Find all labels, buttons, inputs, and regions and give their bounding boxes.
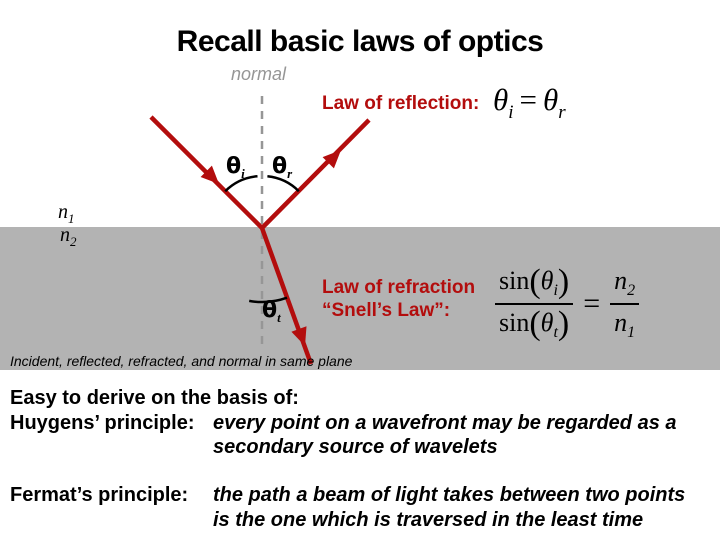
theta-i-subscript: i: [241, 166, 245, 181]
huygens-principle-label: Huygens’ principle:: [10, 412, 195, 434]
snell-law-equation: sin(θi) sin(θt) = n2 n1: [495, 263, 640, 342]
theta-r-symbol: θ: [272, 154, 288, 179]
theta-i-symbol: θ: [226, 154, 242, 179]
index-denominator: n1: [610, 303, 640, 342]
snell-index-fraction: n2 n1: [610, 266, 640, 342]
snell-numerator: sin(θi): [495, 263, 573, 303]
fermat-principle-line2: is the one which is traversed in the lea…: [213, 509, 644, 531]
open-paren: (: [529, 263, 541, 300]
fermat-principle-label: Fermat’s principle:: [10, 484, 189, 506]
law-of-reflection-label: Law of reflection:: [322, 93, 480, 114]
sin-function: sin: [499, 266, 530, 295]
close-paren: ): [557, 305, 570, 342]
reflection-eq-rhs: θ: [543, 82, 559, 117]
theta-t-symbol-eq: θ: [540, 308, 554, 337]
theta-i-symbol-eq: θ: [540, 266, 554, 295]
same-plane-caption: Incident, reflected, refracted, and norm…: [10, 353, 353, 369]
reflected-ray: [260, 118, 371, 230]
snell-denominator: sin(θt): [495, 303, 574, 342]
huygens-principle-line1: every point on a wavefront may be regard…: [213, 412, 677, 434]
snell-sine-fraction: sin(θi) sin(θt): [495, 263, 574, 342]
theta-t-subscript: t: [277, 310, 281, 325]
sin-function: sin: [499, 308, 530, 337]
theta-t-sub-eq: t: [553, 324, 558, 341]
snell-equals: =: [583, 287, 601, 320]
reflected-ray-arrowhead: [322, 150, 341, 169]
n1-symbol: n: [58, 201, 68, 223]
normal-label: normal: [231, 64, 287, 84]
theta-i-sub-eq: i: [553, 282, 558, 299]
medium-2-index-label: n2: [60, 225, 77, 248]
reflection-eq-rhs-sub: r: [558, 102, 566, 123]
n1-symbol-eq: n: [614, 308, 628, 337]
theta-t-label: θt: [262, 298, 281, 325]
n1-sub-eq: 1: [627, 324, 636, 341]
fermat-principle-line1: the path a beam of light takes between t…: [213, 484, 686, 506]
theta-r-arc: [267, 175, 300, 193]
n2-symbol: n: [60, 224, 70, 246]
theta-t-symbol: θ: [262, 298, 278, 323]
incident-ray-arrowhead: [200, 165, 219, 184]
close-paren: ): [557, 263, 570, 300]
theta-t-arc: [248, 296, 288, 304]
law-of-refraction-line1: Law of refraction: [322, 277, 476, 298]
huygens-principle-line2: secondary source of wavelets: [213, 436, 498, 458]
page-title: Recall basic laws of optics: [176, 25, 544, 58]
n2-sub-eq: 2: [627, 282, 636, 299]
n1-subscript: 1: [68, 211, 75, 226]
theta-i-label: θi: [226, 154, 245, 181]
notes-intro: Easy to derive on the basis of:: [10, 387, 299, 409]
medium-2-region: [0, 227, 720, 370]
reflection-eq-lhs: θ: [493, 82, 509, 117]
law-of-refraction-line2: “Snell’s Law”:: [322, 300, 451, 321]
refracted-ray-arrowhead: [291, 326, 307, 346]
n2-subscript: 2: [70, 234, 77, 249]
reflection-eq-lhs-sub: i: [508, 102, 514, 123]
index-numerator: n2: [610, 266, 639, 303]
n2-symbol-eq: n: [614, 266, 628, 295]
reflection-eq-equals: =: [519, 82, 537, 117]
theta-r-label: θr: [272, 154, 293, 181]
law-of-refraction-label: Law of refraction “Snell’s Law”:: [322, 276, 475, 322]
open-paren: (: [529, 305, 541, 342]
medium-1-index-label: n1: [58, 202, 75, 225]
theta-r-subscript: r: [287, 166, 293, 181]
reflection-equation: θi=θr: [493, 84, 566, 122]
theta-i-arc: [224, 174, 258, 193]
